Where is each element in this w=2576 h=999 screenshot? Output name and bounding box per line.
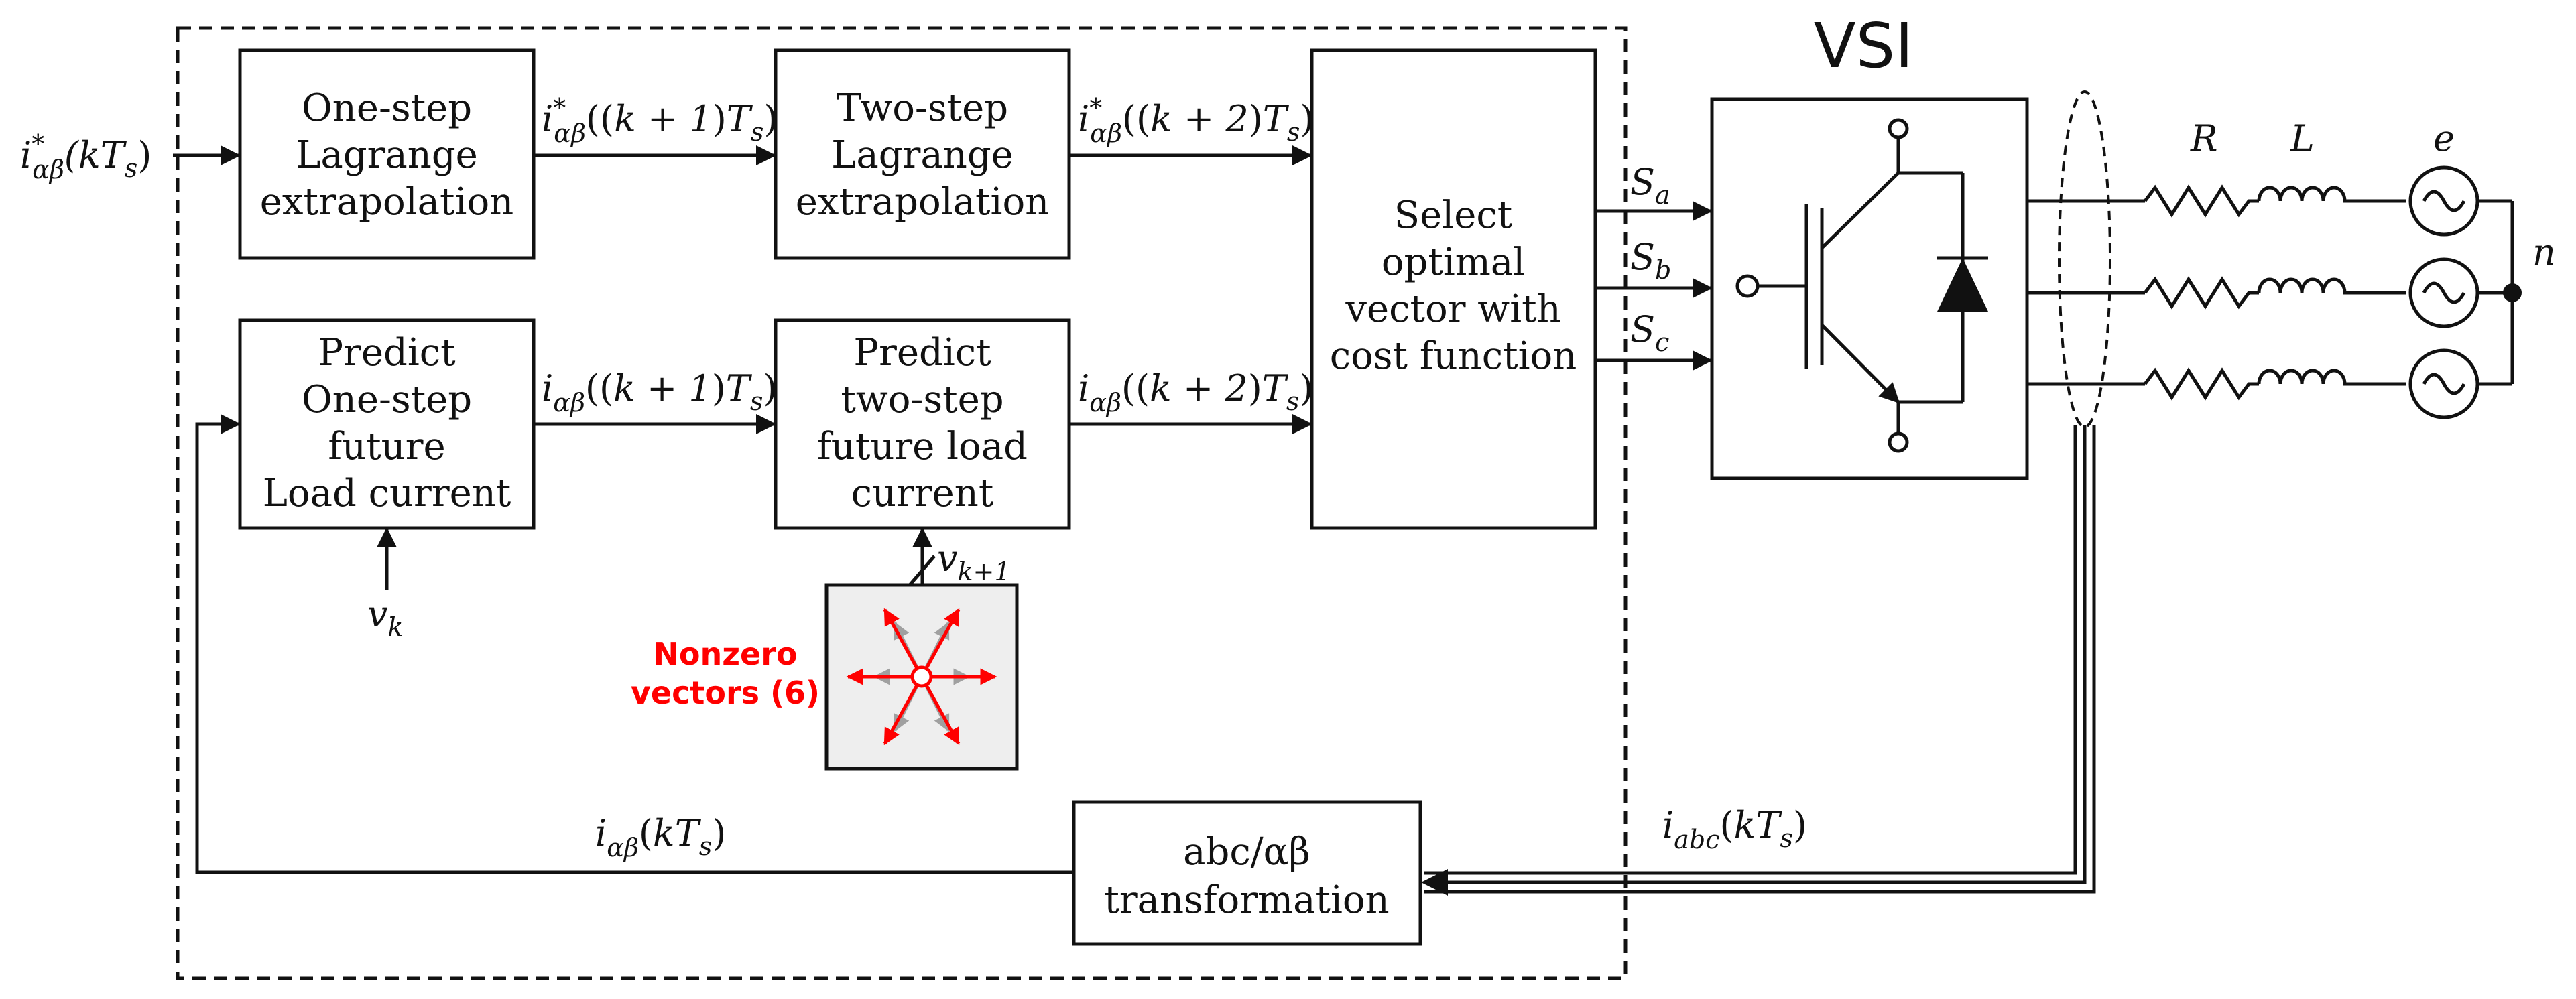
nonzero-vectors-label: vectors (6) (631, 675, 820, 711)
signal-ref-k2: i*αβ((k + 2)Ts) (1078, 93, 1314, 148)
signal-vk1: vk+1 (937, 537, 1011, 586)
label-r: R (2190, 117, 2218, 159)
signal-sa: Sa (1630, 161, 1670, 210)
block-line: Lagrange (296, 133, 478, 177)
signal-i-k1: iαβ((k + 1)Ts) (542, 367, 777, 417)
block-line: Load current (263, 472, 511, 515)
bus-slash (909, 555, 936, 586)
label-l: L (2290, 117, 2315, 159)
signal-vk: vk (367, 593, 404, 642)
block-one-step-extrapolation: One-step Lagrange extrapolation (238, 48, 536, 260)
signal-sc: Sc (1630, 308, 1669, 357)
load-phase-b (2027, 257, 2512, 328)
load-phase-c (2027, 348, 2512, 419)
block-line: Predict (318, 331, 456, 375)
controller-boundary (176, 26, 1628, 980)
block-line: vector with (1345, 287, 1560, 331)
block-predict-one-step: Predict One-step future Load current (238, 318, 536, 530)
block-line: One-step (302, 86, 472, 130)
block-line: transformation (1104, 878, 1389, 922)
measurement-bus (1421, 425, 2096, 896)
block-line: future (328, 425, 445, 468)
block-line: current (851, 472, 994, 515)
block-predict-two-step: Predict two-step future load current (774, 318, 1071, 530)
signal-i-k2: iαβ((k + 2)Ts) (1078, 367, 1313, 417)
neutral-node (2503, 283, 2522, 302)
block-line: extrapolation (796, 180, 1049, 224)
signal-sb: Sb (1630, 236, 1671, 285)
label-n: n (2532, 231, 2556, 273)
signal-iabc: iabc(kTs) (1662, 804, 1807, 854)
block-line: Select (1394, 194, 1513, 237)
block-line: optimal (1382, 241, 1525, 284)
block-line: extrapolation (260, 180, 513, 224)
block-abc-alpha-beta: abc/αβ transformation (1072, 800, 1422, 946)
block-select-optimal-vector: Select optimal vector with cost function (1310, 48, 1597, 530)
block-line: Two-step (837, 86, 1008, 130)
block-line: future load (817, 425, 1028, 468)
feedback-path (195, 414, 1074, 874)
block-line: cost function (1330, 334, 1577, 378)
signal-feedback: iαβ(kTs) (595, 812, 726, 862)
vsi-switch-icon (1710, 97, 2029, 480)
signal-input-ref: i*αβ(kTs) (20, 129, 151, 184)
signal-ref-k1: i*αβ((k + 1)Ts) (542, 93, 778, 148)
block-line: One-step (302, 378, 472, 421)
label-e: e (2433, 117, 2455, 159)
block-two-step-extrapolation: Two-step Lagrange extrapolation (774, 48, 1071, 260)
current-sensor-ellipse (2058, 90, 2111, 428)
block-line: two-step (841, 378, 1003, 421)
nonzero-vectors-diagram (824, 583, 1019, 771)
vsi-label: VSI (1814, 10, 1913, 82)
block-line: Lagrange (831, 133, 1014, 177)
block-line: abc/αβ (1183, 830, 1310, 874)
load-phase-a (2027, 165, 2512, 237)
block-line: Predict (853, 331, 991, 375)
nonzero-vectors-label: Nonzero (653, 636, 797, 672)
